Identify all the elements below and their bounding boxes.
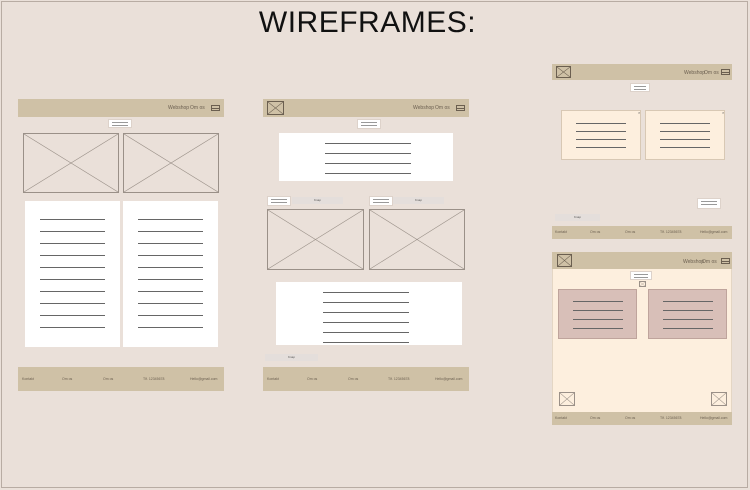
wf2-mail-icon[interactable] [456, 105, 465, 111]
wf2-heading-placeholder-left [267, 196, 291, 206]
wf4-card-right [648, 289, 727, 339]
wf2-footer-bar: Kontakt Om os Om os Tlf. 12345678 Hello@… [263, 367, 469, 391]
wf4-text-lines-left [573, 301, 623, 329]
wf2-footer-kontakt: Kontakt [267, 377, 279, 381]
wf3-header-bar: Webshop Om os [552, 64, 732, 80]
wf3-footer-email: Hello@gmail.com [700, 230, 728, 234]
wf2-text-lines-bottom [323, 292, 409, 343]
wf1-footer-om-os-2: Om os [103, 377, 114, 381]
wf4-footer-email: Hello@gmail.com [700, 416, 728, 420]
wf2-image-placeholder-right [369, 209, 465, 270]
wf4-footer-om-os-1: Om os [590, 416, 601, 420]
wf1-header-bar: Webshop Om os [18, 99, 224, 117]
wf1-nav-om-os[interactable]: Om os [190, 105, 205, 111]
wf1-mail-icon[interactable] [211, 105, 220, 111]
wf3-close-icon-left[interactable]: × [638, 110, 641, 115]
wf4-image-icon-left [559, 392, 575, 406]
wf3-footer-bar: Kontakt Om os Om os Tlf. 12345678 Hello@… [552, 226, 732, 239]
wf4-footer-kontakt: Kontakt [555, 416, 567, 420]
wf4-nav-om-os[interactable]: Om os [702, 259, 717, 265]
wf4-small-image-icon [639, 281, 646, 287]
wf1-footer-kontakt: Kontakt [22, 377, 34, 381]
wf4-header-bar: Webshop Om os [552, 252, 732, 269]
wf4-footer-bar: Kontakt Om os Om os Tlf. 12345678 Hello@… [552, 412, 732, 425]
wf4-nav-webshop[interactable]: Webshop [683, 259, 705, 265]
wf3-close-icon-right[interactable]: × [722, 110, 725, 115]
wf3-text-card-left [561, 110, 641, 160]
wf3-nav-webshop[interactable]: Webshop [684, 70, 706, 76]
wf2-logo-placeholder [357, 119, 381, 129]
wf3-footer-kontakt: Kontakt [555, 230, 567, 234]
wf1-text-card-left [25, 201, 120, 347]
wf2-button-bottom[interactable]: Knap [265, 354, 318, 361]
wf3-text-card-right [645, 110, 725, 160]
wf2-heading-placeholder-right [369, 196, 393, 206]
wf1-text-card-right [123, 201, 218, 347]
wf1-footer-bar: Kontakt Om os Om os Tlf. 12345678 Hello@… [18, 367, 224, 391]
wf1-logo-placeholder [108, 119, 132, 128]
page-title: WIREFRAMES: [258, 6, 477, 39]
wf3-heading-placeholder [697, 198, 721, 209]
wf4-footer-phone: Tlf. 12345678 [660, 416, 682, 420]
wf2-footer-om-os-2: Om os [348, 377, 359, 381]
wf1-text-lines-right [138, 219, 203, 328]
wf1-footer-email: Hello@gmail.com [190, 377, 218, 381]
wf3-text-lines-left [576, 123, 626, 148]
wf3-mail-icon[interactable] [721, 69, 730, 75]
wf3-text-lines-right [660, 123, 710, 148]
wf4-footer-om-os-2: Om os [625, 416, 636, 420]
wf2-button-left[interactable]: Knap [292, 197, 343, 204]
wireframe-4: Webshop Om os Kontakt Om os Om os Tlf. 1… [552, 252, 732, 425]
wf2-footer-phone: Tlf. 12345678 [388, 377, 410, 381]
wf4-logo-placeholder [630, 271, 652, 280]
wf3-footer-om-os-1: Om os [590, 230, 601, 234]
wf1-text-lines-left [40, 219, 105, 328]
wireframe-1: Webshop Om os Kontakt Om os Om os Tlf. 1… [18, 99, 224, 391]
wf2-nav-om-os[interactable]: Om os [435, 105, 450, 111]
wf2-image-placeholder-left [267, 209, 364, 270]
wf4-image-icon-right [711, 392, 727, 406]
wf2-header-bar: Webshop Om os [263, 99, 469, 117]
wf1-nav-webshop[interactable]: Webshop [168, 105, 190, 111]
wf2-text-card-bottom [276, 282, 462, 345]
wf4-text-lines-right [663, 301, 713, 329]
wf2-text-lines-top [325, 143, 411, 174]
wf2-footer-om-os-1: Om os [307, 377, 318, 381]
wf4-mail-icon[interactable] [721, 258, 730, 264]
wireframe-3: Webshop Om os × × Knap Kontakt Om os Om … [552, 64, 732, 239]
wf2-logo-icon [267, 101, 284, 115]
wf2-nav-webshop[interactable]: Webshop [413, 105, 435, 111]
wf3-nav-om-os[interactable]: Om os [704, 70, 719, 76]
wf4-card-left [558, 289, 637, 339]
wf3-footer-phone: Tlf. 12345678 [660, 230, 682, 234]
wireframe-2: Webshop Om os Knap Knap Knap Kontakt Om … [263, 99, 469, 391]
wf3-logo-placeholder [630, 83, 650, 92]
wf1-footer-phone: Tlf. 12345678 [143, 377, 165, 381]
wf2-footer-email: Hello@gmail.com [435, 377, 463, 381]
wf3-button[interactable]: Knap [555, 214, 600, 221]
wf3-logo-icon [556, 66, 571, 78]
wf1-image-placeholder-right [123, 133, 219, 193]
wf1-image-placeholder-left [23, 133, 119, 193]
wf3-footer-om-os-2: Om os [625, 230, 636, 234]
wf1-footer-om-os-1: Om os [62, 377, 73, 381]
wf2-button-right[interactable]: Knap [393, 197, 444, 204]
wf2-text-card-top [279, 133, 453, 181]
wf4-logo-icon [557, 254, 572, 267]
